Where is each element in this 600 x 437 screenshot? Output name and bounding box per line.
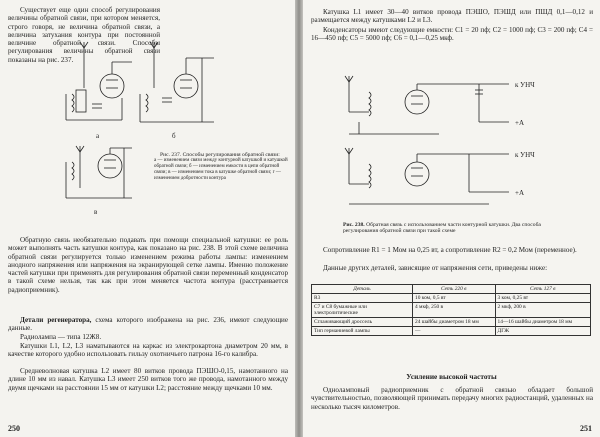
table-cell: ДГЖ: [494, 326, 592, 336]
schematic-b: [139, 41, 214, 123]
coils-paragraph: Катушки L1, L2, L3 наматываются на карка…: [8, 342, 288, 359]
paragraph-feedback: Обратную связь необязательно подавать пр…: [8, 236, 288, 294]
coil-l2-paragraph: Средневолновая катушка L2 имеет 80 витко…: [8, 367, 288, 392]
label-anode-2: +А: [515, 189, 524, 197]
table-intro: Данные других деталей, зависящие от напр…: [323, 264, 548, 272]
table-cell: —: [412, 326, 496, 336]
details-heading: Детали регенератора,: [20, 316, 92, 324]
table-header: Сеть 220 в: [412, 284, 496, 294]
table-cell: 3 ком, 0,25 вт: [494, 293, 592, 303]
table-cell: 24 шайбы диаметром 18 мм: [412, 317, 496, 327]
figure-238-caption-title: Рис. 238.: [343, 222, 365, 228]
page-number-left: 250: [8, 424, 20, 433]
figure-238-schematics: к УНЧ +А к УНЧ +А: [344, 75, 535, 205]
schematic-a: [65, 41, 132, 121]
label-v: в: [94, 208, 98, 216]
table-row: R3 10 ком, 0,5 вт 3 ком, 0,25 вт: [311, 293, 592, 303]
coil-l1-paragraph: Катушка L1 имеет 30—40 витков провода ПЭ…: [311, 8, 593, 25]
resistors-paragraph: Сопротивление R1 = 1 Мом на 0,25 вт, а с…: [323, 246, 577, 254]
table-header: Сеть 127 в: [494, 284, 592, 294]
table-header: Деталь: [311, 284, 413, 294]
label-unch-2: к УНЧ: [515, 151, 535, 159]
label-anode-1: +А: [515, 119, 524, 127]
table-cell: 10 ком, 0,5 вт: [412, 293, 496, 303]
table-cell: R3: [311, 293, 413, 303]
table-cell: 2 мкф, 200 в: [494, 302, 592, 318]
label-unch-1: к УНЧ: [515, 81, 535, 89]
details-paragraph: Детали регенератора, схема которого изоб…: [8, 316, 288, 333]
left-page: Существует еще один способ регулирования…: [0, 0, 295, 437]
figure-237-caption-items: а — изменением связи между контурной кат…: [154, 158, 288, 182]
schematic-top: [344, 75, 509, 135]
details-heading-rest: схема которого изображена на рис. 236, и…: [8, 316, 288, 333]
figure-237-caption: Рис. 237. Способы регулирования обратной…: [148, 152, 288, 182]
figure-238-caption: Рис. 238. Обратная связь с использование…: [343, 222, 573, 235]
table-row: C7 и C8 бумажные или электролитические 4…: [311, 302, 592, 318]
amplification-paragraph: Одноламповый радиоприемник с обратной св…: [311, 386, 593, 411]
schematic-bottom: [344, 147, 509, 205]
parts-table: Деталь Сеть 220 в Сеть 127 в R3 10 ком, …: [311, 284, 592, 336]
figure-237-caption-title: Рис. 237. Способы регулирования обратной…: [160, 152, 280, 158]
label-a: а: [96, 132, 100, 140]
book-gutter: [295, 0, 303, 437]
table-row: Сглаживающий дроссель 24 шайбы диаметром…: [311, 317, 592, 327]
section-heading: Усиление высокой частоты: [406, 372, 497, 381]
table-cell: C7 и C8 бумажные или электролитические: [311, 302, 413, 318]
lamp-paragraph: Радиолампа — типа 12Ж8.: [20, 333, 102, 341]
right-page: Катушка L1 имеет 30—40 витков провода ПЭ…: [303, 0, 600, 437]
capacitors-paragraph: Конденсаторы имеют следующие емкости: C1…: [311, 26, 593, 43]
table-cell: Тип германиевой лампы: [311, 326, 413, 336]
page-number-right: 251: [580, 424, 592, 433]
table-cell: 4 мкф, 250 в: [412, 302, 496, 318]
figure-237-schematics: а б: [65, 41, 214, 216]
schematic-v: [65, 145, 132, 199]
table-header-row: Деталь Сеть 220 в Сеть 127 в: [311, 284, 592, 294]
table-cell: 14—16 шайбы диаметром 18 мм: [494, 317, 592, 327]
label-b: б: [172, 132, 176, 140]
table-row: Тип германиевой лампы — ДГЖ: [311, 326, 592, 336]
table-cell: Сглаживающий дроссель: [311, 317, 413, 327]
figure-238-caption-text: Обратная связь с использованием части ко…: [343, 222, 541, 235]
